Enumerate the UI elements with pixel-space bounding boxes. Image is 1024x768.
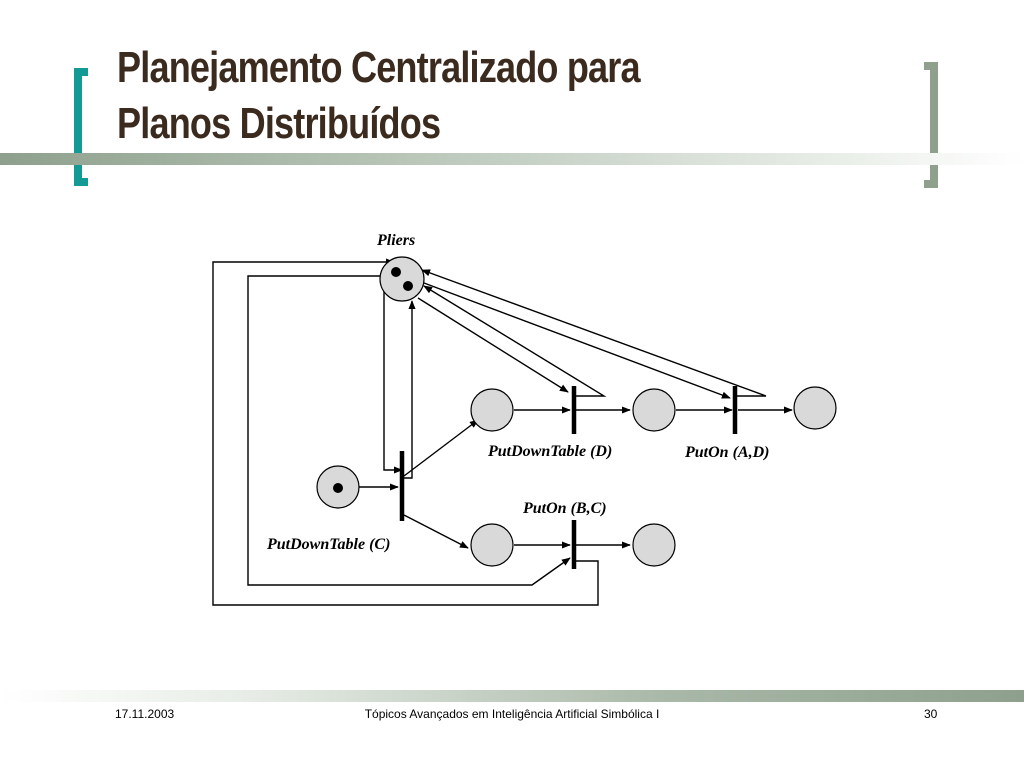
place-pliers [379,256,425,302]
arc-puton-bc-return-outer [212,258,599,606]
footer-course-title: Tópicos Avançados em Inteligência Artifi… [364,707,660,721]
place-lower-right [632,523,676,567]
arc-putdown-c-to-place-upper [403,419,479,477]
arc-pliers-to-puton-ad [423,282,731,399]
footer-rule [0,690,1024,702]
arc-puton-ad-to-pliers [421,269,767,397]
title-underline [0,153,1024,165]
label-putdown-c: PutDownTable (C) [266,536,390,553]
arc-pliers-to-putdown-c [383,291,403,474]
title-bracket-right [924,62,938,188]
label-puton-bc: PutOn (B,C) [522,500,607,517]
footer-date: 17.11.2003 [115,707,175,721]
arc-pliers-to-putdown-d [417,297,569,393]
arc-putdown-d-to-pliers [423,285,607,397]
place-upper-left [470,388,514,432]
title-bracket-left [74,68,88,186]
arc-pliers-to-puton-bc [247,275,571,586]
place-upper-mid [632,388,676,432]
slide-title: Planejamento Centralizado para Planos Di… [117,40,757,152]
token-start [333,483,343,493]
slide-title-line-1: Planejamento Centralizado para [117,43,641,92]
place-upper-right [793,386,837,430]
footer-page-number: 30 [924,707,938,721]
label-pliers: Pliers [376,232,415,249]
slide-title-line-2: Planos Distribuídos [117,99,441,148]
label-puton-ad: PutOn (A,D) [684,444,769,461]
label-putdown-d: PutDownTable (D) [487,443,612,460]
arc-putdown-c-to-place-lower [403,514,469,549]
token-pliers-1 [391,267,401,277]
place-lower-left [470,523,514,567]
token-pliers-2 [403,281,413,291]
arc-putdown-c-to-pliers [402,300,416,479]
